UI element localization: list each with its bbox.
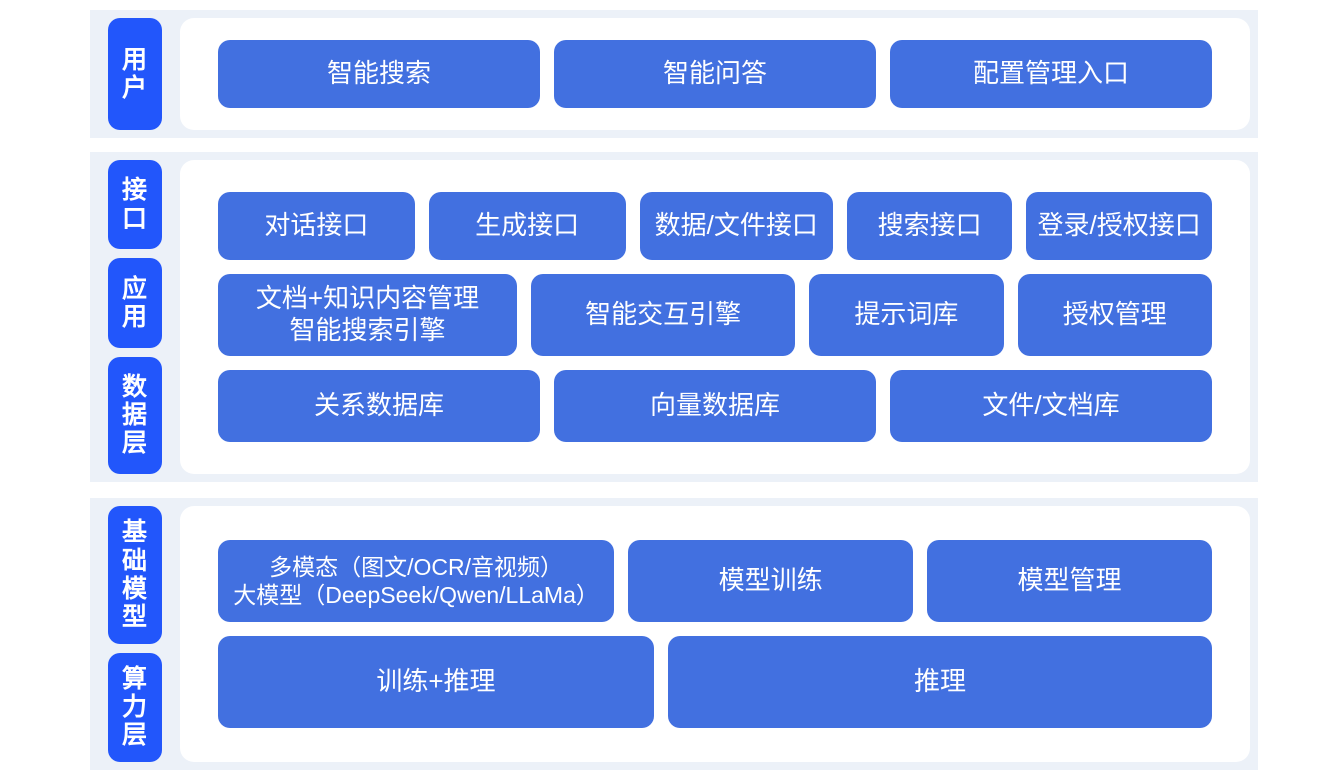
layer-tab-data-label: 数据层 [121, 372, 148, 458]
layer-tab-application-label: 应用 [121, 274, 148, 331]
card-row-model: 多模态（图文/OCR/音视频） 大模型（DeepSeek/Qwen/LLaMa）… [218, 540, 1212, 622]
layer-tab-foundation-model[interactable]: 基础模型 [108, 506, 162, 644]
card-smart-interaction-engine[interactable]: 智能交互引擎 [531, 274, 796, 356]
layer-panel-foundation: 多模态（图文/OCR/音视频） 大模型（DeepSeek/Qwen/LLaMa）… [180, 506, 1250, 762]
card-row-compute: 训练+推理 推理 [218, 636, 1212, 728]
card-generation-api[interactable]: 生成接口 [428, 192, 626, 260]
card-config-management-entry[interactable]: 配置管理入口 [890, 40, 1212, 108]
layer-rail-user: 用户 [90, 10, 180, 138]
layer-tab-interface[interactable]: 接口 [108, 160, 162, 250]
card-smart-search[interactable]: 智能搜索 [218, 40, 540, 108]
card-training-inference[interactable]: 训练+推理 [218, 636, 654, 728]
layer-tab-user-label: 用户 [121, 45, 148, 102]
layer-tab-compute-label: 算力层 [121, 664, 148, 750]
layer-panel-application: 对话接口 生成接口 数据/文件接口 搜索接口 登录/授权接口 文档+知识内容管理… [180, 160, 1250, 474]
card-multimodal-large-model[interactable]: 多模态（图文/OCR/音视频） 大模型（DeepSeek/Qwen/LLaMa） [218, 540, 615, 622]
layer-tab-application[interactable]: 应用 [108, 258, 162, 348]
layer-group-user: 用户 智能搜索 智能问答 配置管理入口 [90, 10, 1258, 138]
card-row-interface: 对话接口 生成接口 数据/文件接口 搜索接口 登录/授权接口 [218, 192, 1212, 260]
card-vector-database[interactable]: 向量数据库 [554, 370, 876, 442]
card-authorization-management[interactable]: 授权管理 [1017, 274, 1213, 356]
layer-tab-compute[interactable]: 算力层 [108, 652, 162, 762]
card-search-api[interactable]: 搜索接口 [847, 192, 1013, 260]
card-dialog-api[interactable]: 对话接口 [218, 192, 415, 260]
card-model-training[interactable]: 模型训练 [628, 540, 914, 622]
card-data-file-api[interactable]: 数据/文件接口 [639, 192, 834, 260]
layer-tab-interface-label: 接口 [121, 176, 148, 233]
card-inference[interactable]: 推理 [667, 636, 1212, 728]
layer-group-foundation: 基础模型 算力层 多模态（图文/OCR/音视频） 大模型（DeepSeek/Qw… [90, 498, 1258, 770]
layer-panel-user: 智能搜索 智能问答 配置管理入口 [180, 18, 1250, 130]
card-document-knowledge-management[interactable]: 文档+知识内容管理 智能搜索引擎 [218, 274, 518, 356]
card-row-user-entries: 智能搜索 智能问答 配置管理入口 [218, 40, 1212, 108]
card-file-document-store[interactable]: 文件/文档库 [890, 370, 1212, 442]
card-login-auth-api[interactable]: 登录/授权接口 [1026, 192, 1212, 260]
card-smart-qa[interactable]: 智能问答 [554, 40, 876, 108]
card-row-data: 关系数据库 向量数据库 文件/文档库 [218, 370, 1212, 442]
layer-rail-application: 接口 应用 数据层 [90, 152, 180, 482]
layer-tab-foundation-model-label: 基础模型 [121, 518, 148, 632]
card-model-management[interactable]: 模型管理 [927, 540, 1212, 622]
card-prompt-library[interactable]: 提示词库 [809, 274, 1004, 356]
layer-tab-user[interactable]: 用户 [108, 18, 162, 130]
layer-tab-data[interactable]: 数据层 [108, 356, 162, 474]
card-row-application: 文档+知识内容管理 智能搜索引擎 智能交互引擎 提示词库 授权管理 [218, 274, 1213, 356]
layer-group-application: 接口 应用 数据层 对话接口 生成接口 数据/文件接口 搜索接口 登录/授权接口… [90, 152, 1258, 482]
card-relational-database[interactable]: 关系数据库 [218, 370, 540, 442]
layer-rail-foundation: 基础模型 算力层 [90, 498, 180, 770]
